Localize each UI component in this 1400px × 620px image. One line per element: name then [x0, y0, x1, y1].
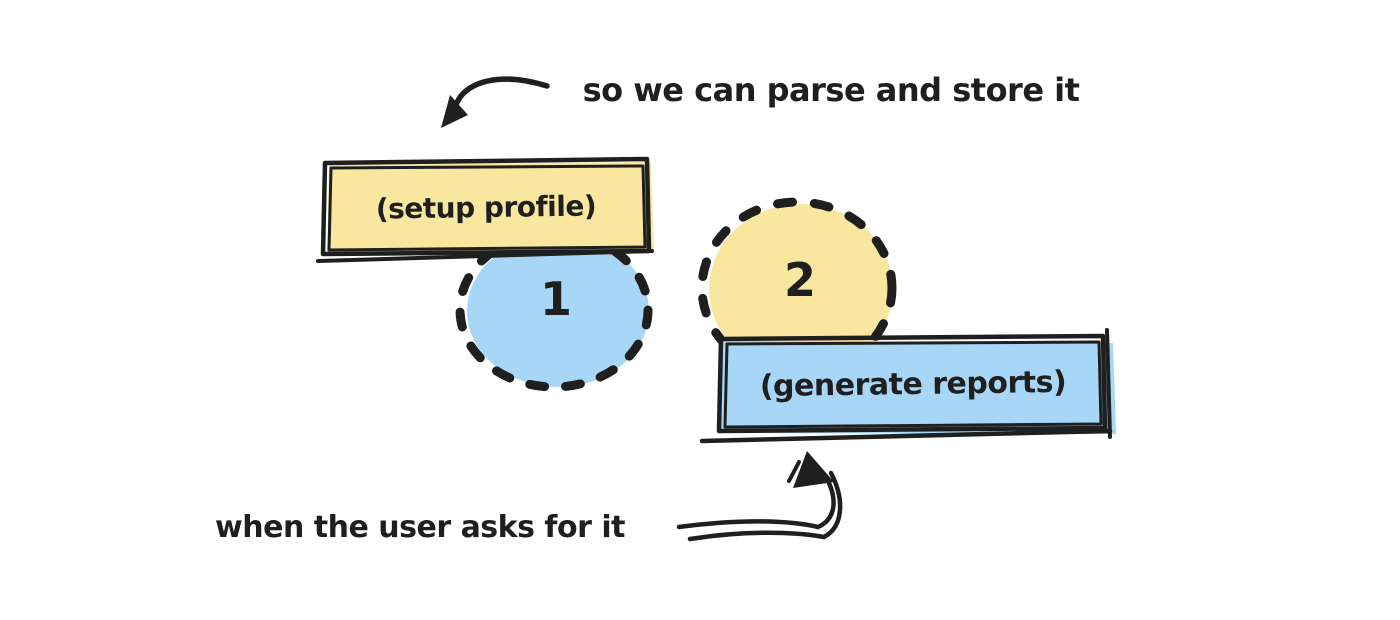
- generate-reports-label: (generate reports): [759, 364, 1067, 405]
- generate-reports-box-fill: [720, 341, 1116, 434]
- generate-reports-box-border-inner: [723, 340, 1103, 429]
- setup-profile-box: [316, 156, 654, 263]
- step-2-number: 2: [783, 253, 817, 307]
- arrow-up-head: [793, 451, 834, 488]
- arrow-down-left-shaft: [451, 76, 550, 117]
- step-2-circle-dashed-border: [697, 197, 897, 379]
- setup-profile-label: (setup profile): [375, 189, 597, 226]
- top-annotation: so we can parse and store it: [582, 71, 1080, 109]
- generate-reports-box: [699, 328, 1116, 444]
- generate-reports-box-border-outer: [716, 333, 1108, 434]
- setup-profile-box-fill: [327, 162, 654, 256]
- setup-profile-box-redraw-line: [316, 249, 654, 263]
- bottom-annotation: when the user asks for it: [215, 510, 625, 545]
- generate-reports-box-redraw-line: [699, 428, 1113, 444]
- setup-profile-box-border-inner: [327, 164, 647, 252]
- arrow-down-left-head: [441, 95, 468, 128]
- arrow-up-shaft-1: [676, 474, 836, 530]
- step-1-circle-fill: [467, 235, 649, 387]
- step-2-circle-fill: [709, 204, 893, 374]
- step-2-circle: [697, 197, 897, 379]
- generate-reports-box-right-tick: [1105, 328, 1112, 439]
- step-1-number: 1: [539, 272, 573, 326]
- arrow-up-shaft-2: [687, 470, 843, 542]
- arrow-up-icon: [676, 451, 843, 542]
- arrow-up-head-tick: [787, 460, 801, 483]
- arrow-down-left-icon: [441, 76, 550, 128]
